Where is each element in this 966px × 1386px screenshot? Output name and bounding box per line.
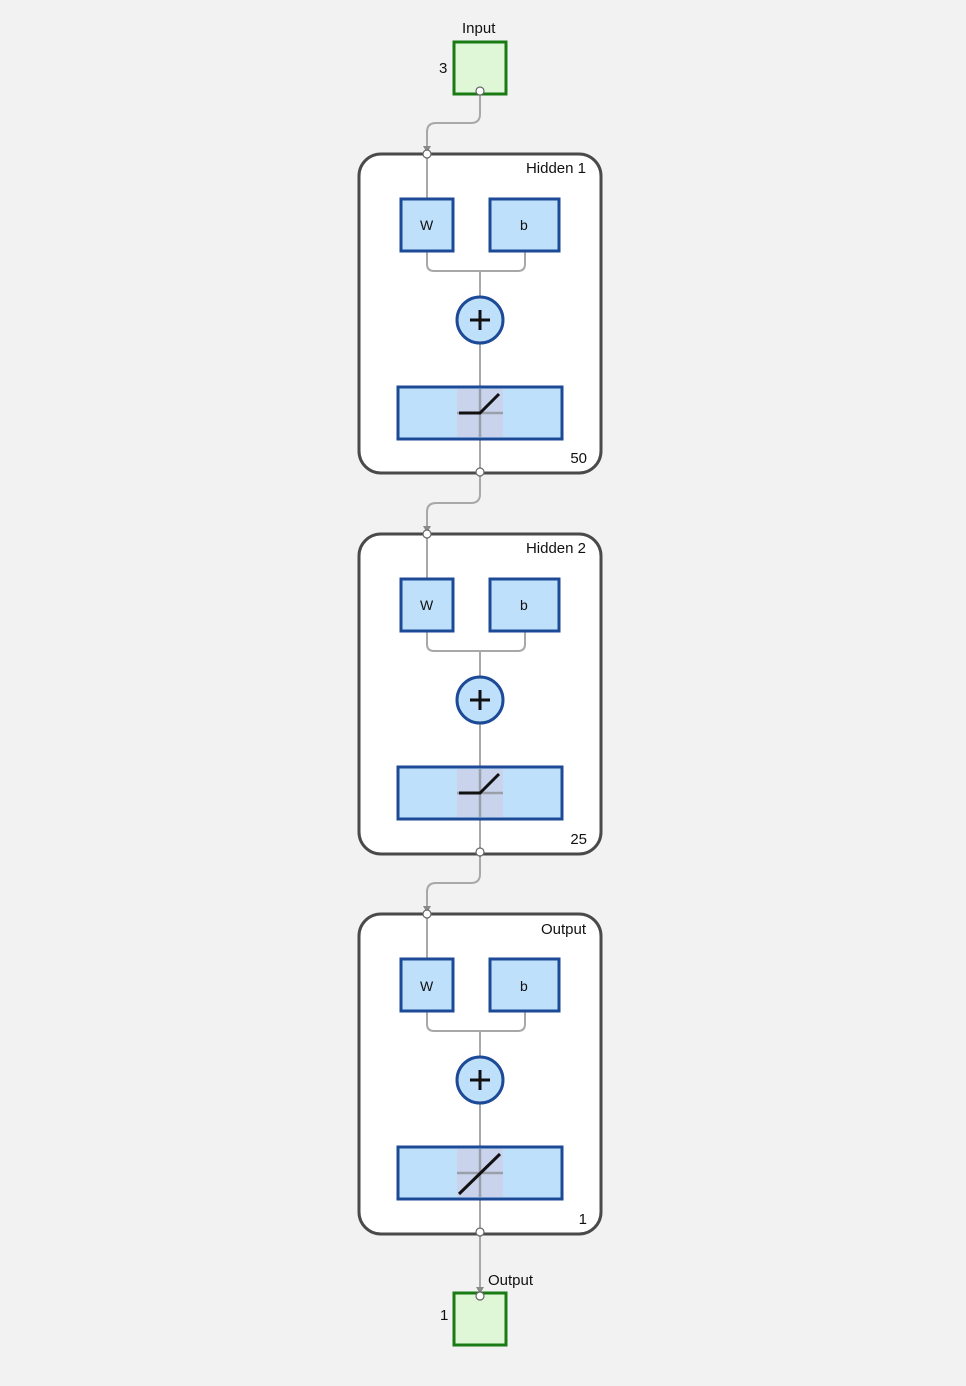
layer-output-port <box>475 1227 485 1237</box>
weight-block[interactable] <box>399 577 455 633</box>
plus-icon-glyph <box>470 690 490 710</box>
output-size-label: 1 <box>440 1307 449 1324</box>
weight-label: W <box>420 978 434 994</box>
layer-size-label: 1 <box>578 1211 587 1228</box>
wires <box>426 91 481 1287</box>
layer-size-label: 25 <box>570 831 587 848</box>
relu-icon <box>459 392 501 415</box>
output-node-label: Output <box>488 1272 534 1289</box>
relu-icon <box>459 772 501 795</box>
layer-input-port <box>422 909 432 919</box>
wire-hidden2-to-output <box>426 852 481 907</box>
layer-output-port <box>475 847 485 857</box>
bias-block[interactable] <box>488 577 561 633</box>
layer-output-port <box>475 467 485 477</box>
layer-size-label: 50 <box>570 450 587 467</box>
bias-label: b <box>520 978 528 994</box>
layer-input-port <box>422 529 432 539</box>
weight-label: W <box>420 217 434 233</box>
input-node[interactable] <box>452 40 508 96</box>
layer-input-port <box>422 149 432 159</box>
bias-block[interactable] <box>488 957 561 1013</box>
input-node-port <box>475 86 485 96</box>
plus-icon-glyph <box>470 310 490 330</box>
arrowhead <box>476 1287 484 1294</box>
layer-hidden-2[interactable] <box>357 529 603 857</box>
layer-title: Hidden 1 <box>525 160 586 177</box>
internal-wires <box>426 914 526 1232</box>
weight-label: W <box>420 597 434 613</box>
linear-icon <box>457 1152 502 1196</box>
wire-hidden1-to-hidden2 <box>426 472 481 527</box>
bias-block[interactable] <box>488 197 561 253</box>
bias-label: b <box>520 597 528 613</box>
layer-title: Output <box>540 921 586 938</box>
weight-block[interactable] <box>399 957 455 1013</box>
wire-input-to-hidden1 <box>426 91 481 147</box>
weight-block[interactable] <box>399 197 455 253</box>
bias-label: b <box>520 217 528 233</box>
output-node[interactable] <box>452 1291 508 1347</box>
layer-hidden-1[interactable] <box>357 149 603 477</box>
internal-wires <box>426 154 526 472</box>
output-node-port <box>475 1291 485 1301</box>
layer-title: Hidden 2 <box>525 540 586 557</box>
plus-icon-glyph <box>470 1070 490 1090</box>
layer-output[interactable] <box>357 909 603 1237</box>
input-node-label: Input <box>462 20 496 37</box>
input-size-label: 3 <box>439 60 448 77</box>
internal-wires <box>426 534 526 852</box>
